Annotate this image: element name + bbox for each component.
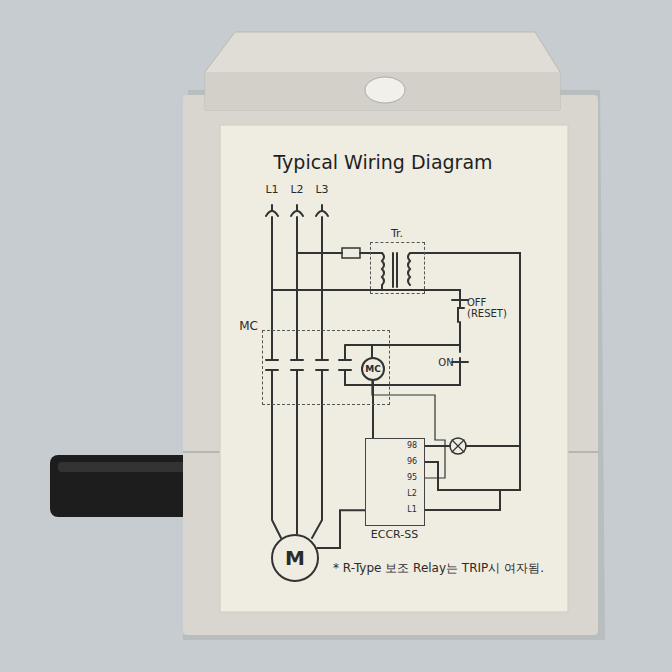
phase-label: L3 bbox=[315, 184, 328, 196]
node-text: MC bbox=[365, 365, 381, 374]
transformer-box: Tr. bbox=[370, 242, 425, 294]
coil-circle: MC bbox=[361, 357, 385, 381]
node-heading: ECCR-SS bbox=[371, 529, 418, 541]
contactor-box: MCMC bbox=[262, 330, 390, 405]
wire-path bbox=[372, 381, 374, 438]
node-heading: Tr. bbox=[391, 228, 403, 240]
wire-path bbox=[317, 510, 365, 548]
terminal-label: 96 bbox=[407, 458, 417, 467]
wire-connector bbox=[373, 381, 374, 438]
switch-label: OFF (RESET) bbox=[467, 297, 515, 319]
phase-label: L2 bbox=[290, 184, 303, 196]
node-heading: MC bbox=[239, 320, 258, 333]
diagram-title: Typical Wiring Diagram bbox=[273, 152, 492, 173]
node-text: M bbox=[285, 548, 305, 568]
terminal-label: 95 bbox=[407, 474, 417, 483]
motor-circle: M bbox=[271, 534, 319, 582]
terminal-label: L2 bbox=[407, 490, 417, 499]
switch-label: ON bbox=[438, 357, 453, 368]
wire-connector bbox=[317, 510, 365, 548]
phase-label: L1 bbox=[265, 184, 278, 196]
terminal-label: L1 bbox=[407, 506, 417, 515]
note-text: * R-Type 보조 Relay는 TRIP시 여자됨. bbox=[333, 562, 544, 575]
terminal-label: 98 bbox=[407, 442, 417, 451]
